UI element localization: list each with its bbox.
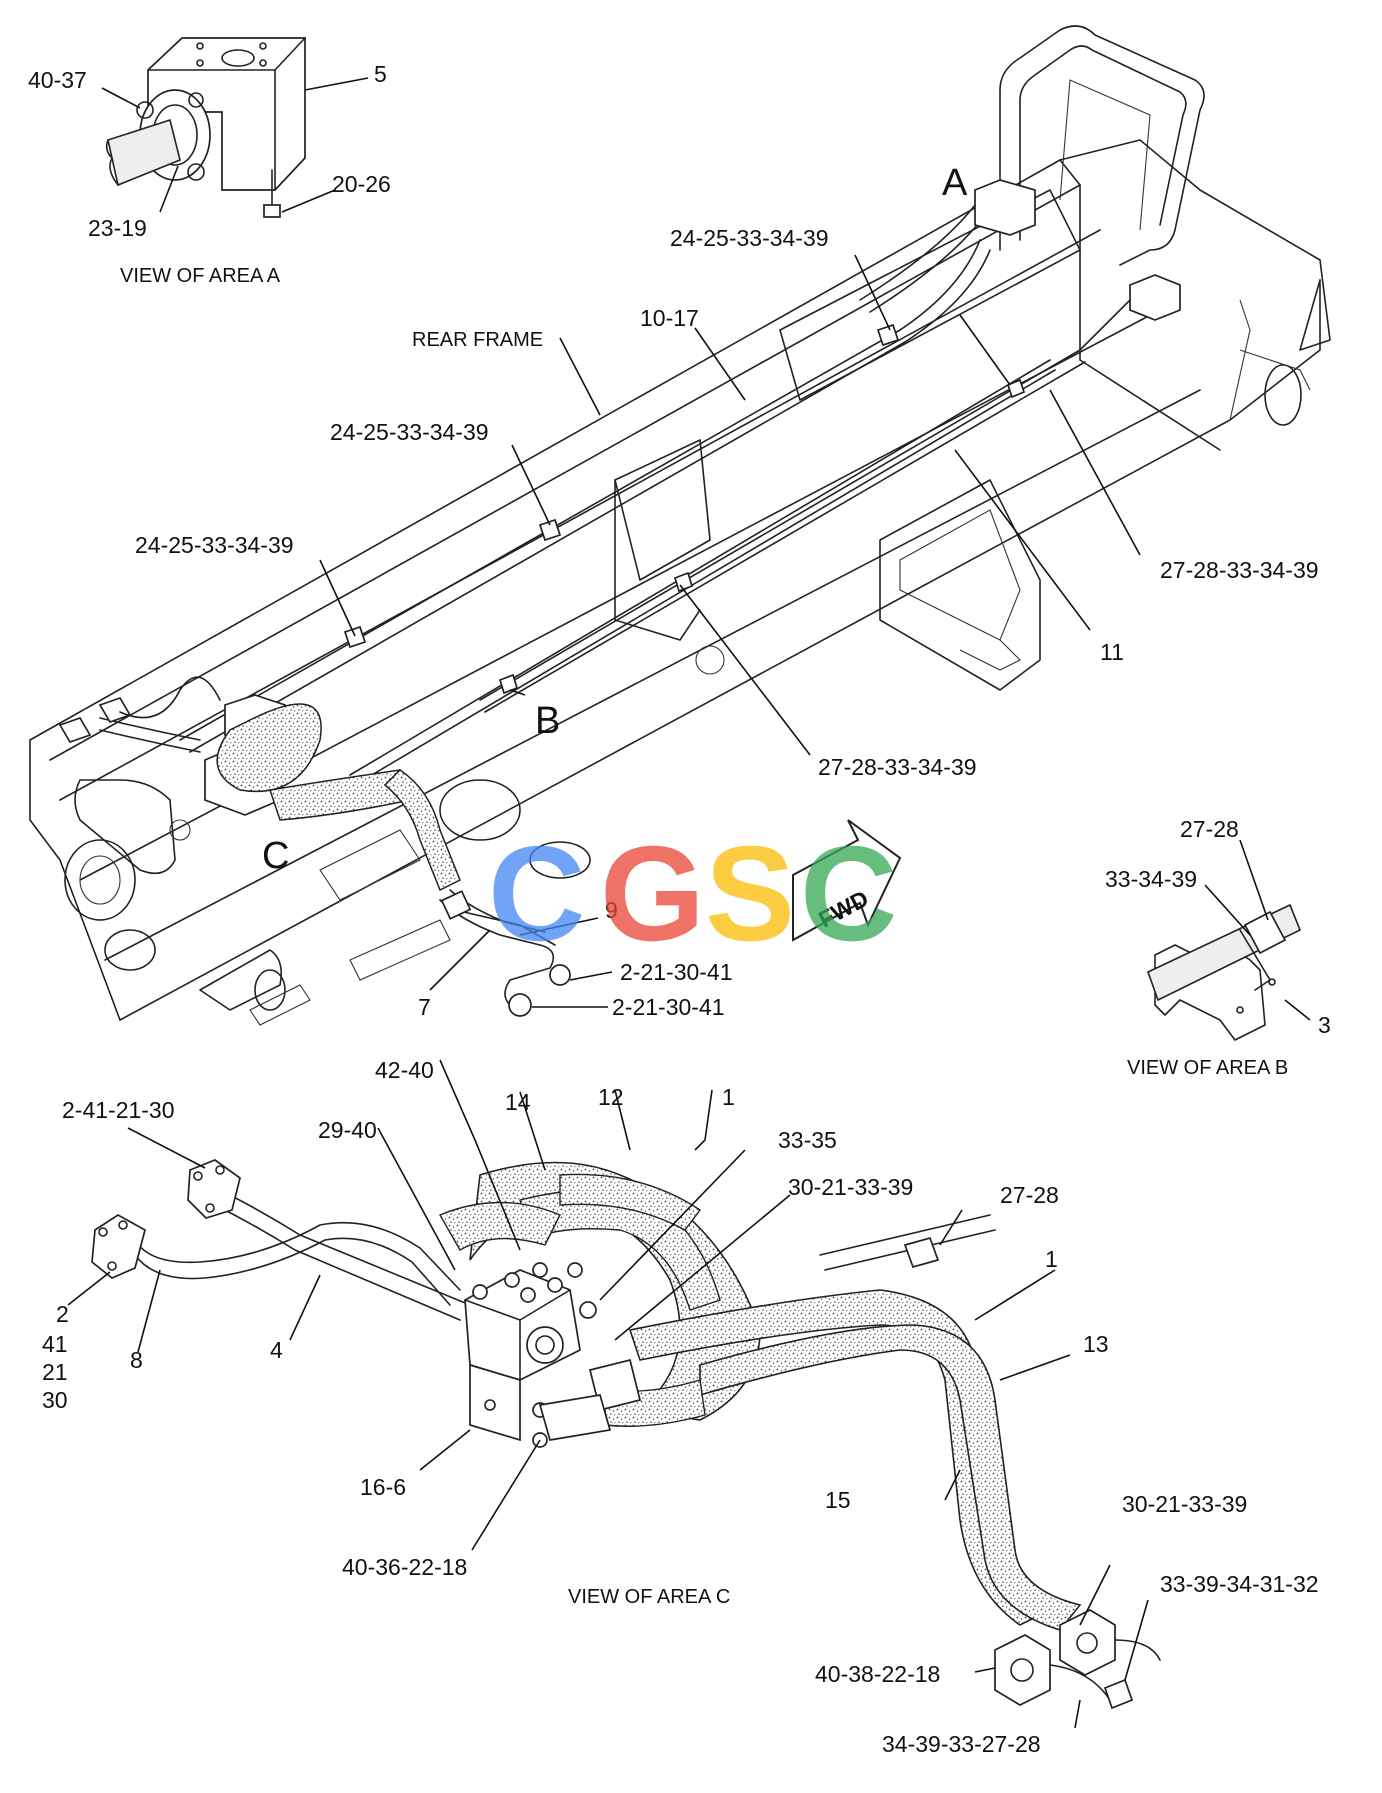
c-label-1-top: 1: [722, 1084, 735, 1110]
view-area-b: 27-28 33-34-39 3 VIEW OF AREA B: [1105, 816, 1331, 1079]
c-label-13: 13: [1083, 1331, 1109, 1357]
label-2-21-30-41-a: 2-21-30-41: [620, 959, 733, 985]
area-c-marker: C: [262, 835, 289, 877]
watermark: C G S C: [488, 818, 898, 969]
c-label-14: 14: [505, 1089, 531, 1115]
label-11: 11: [1100, 639, 1124, 665]
fwd-arrow-icon: FWD: [792, 819, 902, 942]
c-label-42-40: 42-40: [375, 1057, 434, 1083]
c-label-4: 4: [270, 1337, 283, 1363]
b-label-3: 3: [1318, 1012, 1331, 1038]
c-label-2: 2: [56, 1301, 69, 1327]
c-label-30-21-33-39-top: 30-21-33-39: [788, 1174, 913, 1200]
label-23-19: 23-19: [88, 215, 147, 241]
b-label-33-34-39: 33-34-39: [1105, 866, 1197, 892]
label-20-26: 20-26: [332, 171, 391, 197]
watermark-letter-s: S: [705, 818, 795, 969]
c-label-21: 21: [42, 1359, 68, 1385]
c-label-34-39-33-27-28: 34-39-33-27-28: [882, 1731, 1041, 1757]
area-b-marker: B: [535, 700, 560, 742]
rear-frame-assembly: A B C REAR FRAME 10-17 24-25-33-34-39 24…: [29, 25, 1331, 1026]
c-label-33-35: 33-35: [778, 1127, 837, 1153]
area-a-marker: A: [942, 162, 968, 204]
view-b-caption: VIEW OF AREA B: [1127, 1057, 1288, 1079]
view-a-caption: VIEW OF AREA A: [120, 265, 281, 287]
watermark-letter-c2: C: [800, 818, 898, 969]
c-label-40-38-22-18: 40-38-22-18: [815, 1661, 940, 1687]
c-label-30-21-33-39-bottom: 30-21-33-39: [1122, 1491, 1247, 1517]
c-label-2-41-21-30: 2-41-21-30: [62, 1097, 175, 1123]
c-label-8: 8: [130, 1347, 143, 1373]
label-9: 9: [605, 897, 618, 923]
label-7: 7: [418, 994, 431, 1020]
rear-frame-label: REAR FRAME: [412, 329, 543, 351]
label-40-37: 40-37: [28, 67, 87, 93]
c-label-30: 30: [42, 1387, 68, 1413]
watermark-letter-g: G: [600, 818, 705, 969]
view-area-c: 42-40 14 12 1 2-41-21-30 29-40 33-35 30-…: [42, 1057, 1319, 1757]
c-label-40-36-22-18: 40-36-22-18: [342, 1554, 467, 1580]
c-label-15: 15: [825, 1487, 851, 1513]
view-area-a: 40-37 5 20-26 23-19 VIEW OF AREA A: [28, 37, 391, 287]
label-2-21-30-41-b: 2-21-30-41: [612, 994, 725, 1020]
view-c-caption: VIEW OF AREA C: [568, 1586, 730, 1608]
b-label-27-28: 27-28: [1180, 816, 1239, 842]
watermark-letter-c1: C: [488, 818, 586, 969]
c-label-1-right: 1: [1045, 1246, 1058, 1272]
label-24-25-33-34-39-mid: 24-25-33-34-39: [330, 419, 489, 445]
label-10-17: 10-17: [640, 305, 699, 331]
label-27-28-33-34-39-right: 27-28-33-34-39: [1160, 557, 1319, 583]
c-label-27-28: 27-28: [1000, 1182, 1059, 1208]
c-label-29-40: 29-40: [318, 1117, 377, 1143]
c-label-33-39-34-31-32: 33-39-34-31-32: [1160, 1571, 1319, 1597]
c-label-41: 41: [42, 1331, 68, 1357]
c-label-12: 12: [598, 1084, 624, 1110]
label-24-25-33-34-39-low: 24-25-33-34-39: [135, 532, 294, 558]
label-27-28-33-34-39-center: 27-28-33-34-39: [818, 754, 977, 780]
label-5: 5: [374, 61, 387, 87]
label-24-25-33-34-39-top: 24-25-33-34-39: [670, 225, 829, 251]
c-label-16-6: 16-6: [360, 1474, 406, 1500]
